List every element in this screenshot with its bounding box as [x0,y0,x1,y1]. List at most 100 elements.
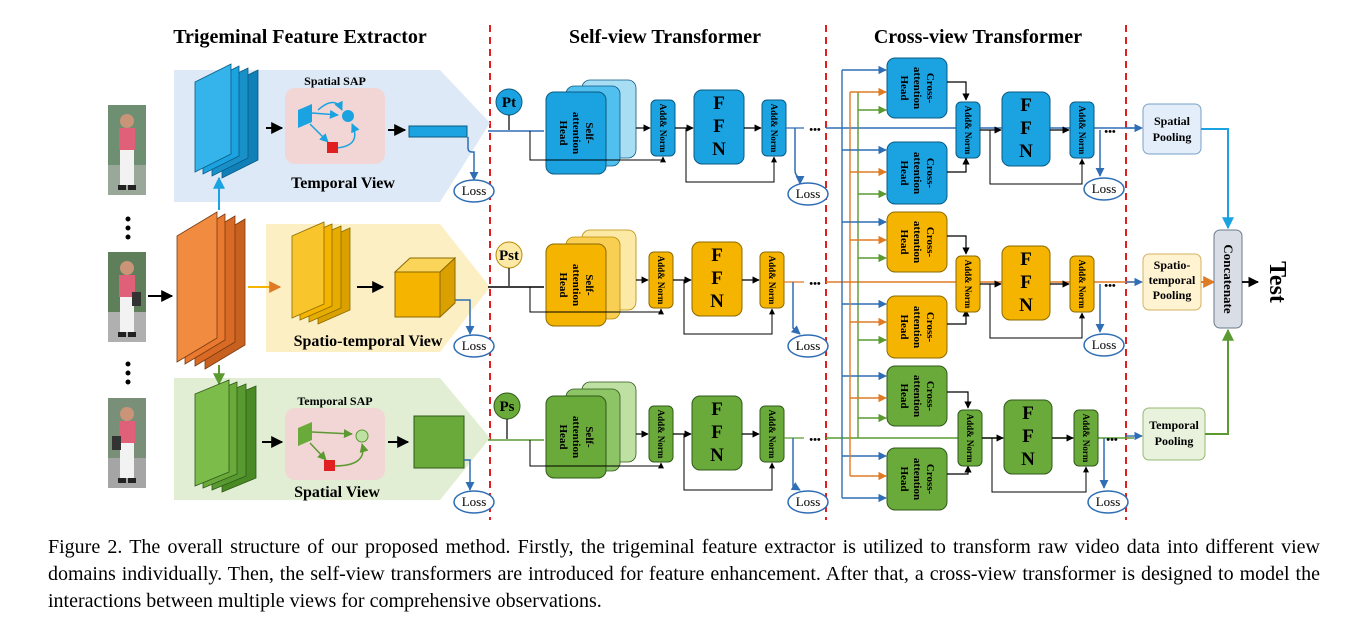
loss-label: Loss [462,338,487,353]
svg-text:F: F [713,116,725,137]
svg-text:F: F [711,399,723,420]
cross-attention-head [886,211,948,273]
spatial-sap-label: Spatial SAP [304,74,366,88]
svg-text:Cross-: Cross- [924,73,936,104]
cross-view-row-temporal: Add& Norm F F N Add& Norm ••• Loss [955,91,1125,201]
loss-label: Loss [462,183,487,198]
token-pst-label: Pst [499,248,519,264]
svg-text:Head: Head [898,314,910,339]
person-image [108,398,146,488]
ffn-block [1001,91,1051,167]
svg-text:Cross-: Cross- [924,227,936,258]
cross-view-row-spatio-temporal: Add& Norm F F N Add& Norm ••• Loss [955,245,1125,357]
svg-text:N: N [1019,295,1033,316]
vertical-ellipsis [125,216,131,385]
add-norm-label: Add& Norm [769,104,779,153]
token-ps-label: Ps [500,399,515,415]
ellipsis: ••• [1104,280,1116,292]
add-norm [1069,101,1095,159]
loss-ellipse [453,179,495,203]
spatial-branch-layers [194,379,257,493]
concatenate-box [1213,229,1243,329]
spatial-pooling-box [1142,103,1202,155]
extractor-losses: Loss Loss Loss [453,137,495,514]
temporal-feature-vector [408,125,468,138]
loss-ellipse [453,334,495,358]
svg-text:Add& Norm: Add& Norm [963,106,973,155]
svg-text:N: N [1019,141,1033,162]
svg-text:attention: attention [911,152,923,194]
sap-temporal-diagram [298,422,369,471]
temporal-view-label: Temporal View [291,175,395,192]
loss-label: Loss [796,186,821,201]
svg-text:Add& Norm: Add& Norm [1081,414,1091,463]
loss-ellipse [453,490,495,514]
svg-text:Loss: Loss [1092,181,1117,196]
svg-text:Spatio-: Spatio- [1154,258,1191,272]
loss-ellipse [787,490,829,514]
ellipsis: ••• [809,278,821,290]
svg-text:N: N [1021,449,1035,470]
svg-text:Self-: Self- [583,426,595,448]
svg-text:Head: Head [557,120,569,145]
add-norm [759,405,785,463]
svg-text:attention: attention [570,264,582,306]
svg-text:Pooling: Pooling [1153,288,1192,302]
svg-text:Cross-: Cross- [924,464,936,495]
spatial-view-label: Spatial View [294,484,380,501]
loss-label: Loss [462,494,487,509]
svg-text:F: F [1020,95,1032,116]
svg-text:F: F [1020,118,1032,139]
svg-text:Self-: Self- [583,122,595,144]
svg-text:Pooling: Pooling [1153,130,1192,144]
add-norm [1069,255,1095,313]
spatial-feature-map [413,415,465,469]
self-attention-label: Self- attention Head [557,416,595,458]
svg-text:temporal: temporal [1149,273,1196,287]
add-norm-label: Add& Norm [767,410,777,459]
svg-text:F: F [1022,426,1034,447]
loss-label: Loss [796,338,821,353]
self-attention-head [545,395,607,479]
add-norm [1073,409,1099,467]
figure-caption: Figure 2. The overall structure of our p… [48,536,1320,612]
svg-text:attention: attention [911,458,923,500]
loss-ellipse [1083,177,1125,201]
svg-text:attention: attention [911,221,923,263]
cross-attention-head [886,141,948,205]
svg-text:Loss: Loss [1092,337,1117,352]
self-attention-head [545,243,607,327]
cross-view-row-spatial: Add& Norm F F N Add& Norm ••• Loss [957,399,1129,514]
svg-text:Add& Norm: Add& Norm [963,260,973,309]
architecture-diagram: Trigeminal Feature Extractor Self-view T… [108,25,1290,520]
self-attention-label: Self- attention Head [557,112,595,154]
svg-text:F: F [1020,272,1032,293]
svg-text:Cross-: Cross- [924,312,936,343]
svg-text:F: F [713,93,725,114]
svg-text:Head: Head [557,424,569,449]
svg-text:attention: attention [570,416,582,458]
self-attention-head [545,91,607,175]
person-image [108,252,146,342]
self-view-row-temporal: Self- attention Head Add& Norm F F N Add… [529,79,829,206]
self-view-row-spatio-temporal: Self- attention Head Add& Norm F F N Add… [529,229,829,358]
section-title-cross-view: Cross-view Transformer [874,26,1082,48]
loss-ellipse [1083,333,1125,357]
concatenate-label: Concatenate [1221,244,1236,314]
add-norm [759,251,785,309]
self-view-row-spatial: Self- attention Head Add& Norm F F N Add… [529,381,829,514]
svg-text:N: N [710,445,724,466]
temporal-branch-layers [194,63,259,179]
svg-text:F: F [711,245,723,266]
ffn-block [691,395,743,471]
ellipsis: ••• [1106,434,1118,446]
cross-attention-head [886,295,948,359]
sap-spatial-diagram [298,100,360,153]
cross-attention-head [886,447,948,511]
loss-ellipse [1087,490,1129,514]
cross-attention-head [886,365,948,427]
ellipsis: ••• [809,434,821,446]
shared-extractor-layers [176,211,246,370]
svg-text:N: N [710,291,724,312]
